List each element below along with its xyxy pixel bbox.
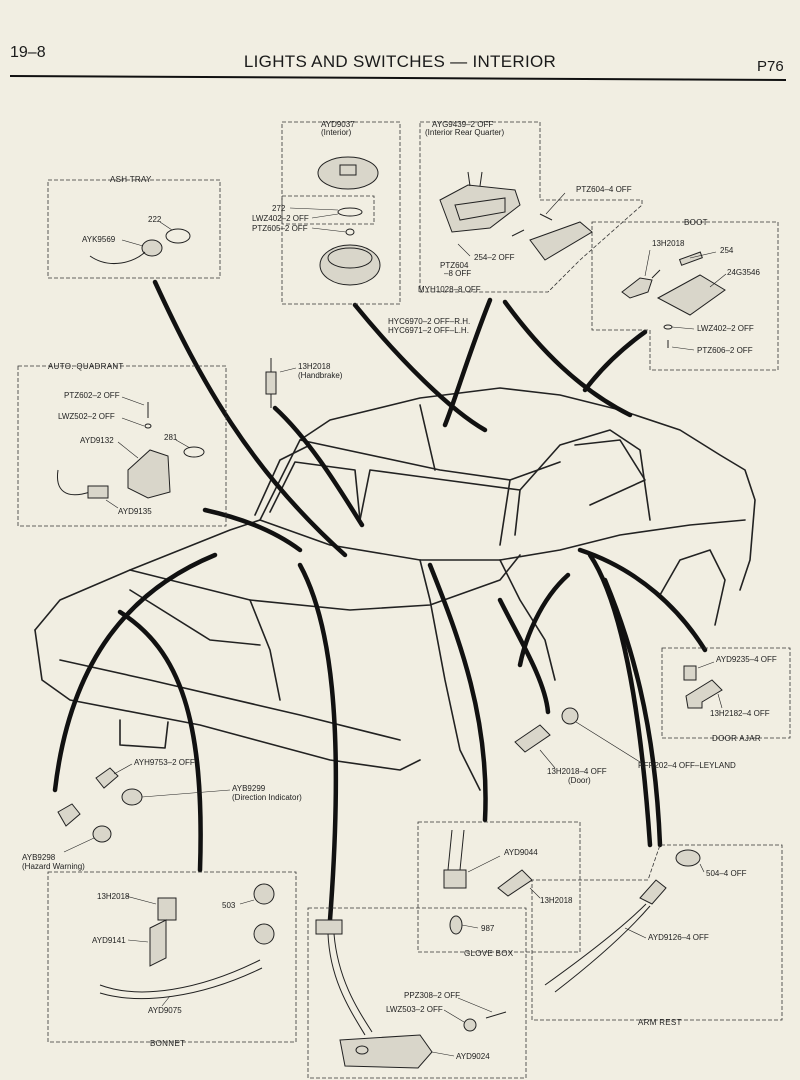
door-ajar-title: DOOR AJAR <box>712 734 761 743</box>
rear-quarter-group: AYG9439–2 OFF (Interior Rear Quarter) PT… <box>388 120 643 335</box>
label-ptz604-8: PTZ604 <box>440 261 469 270</box>
label-ptz602: PTZ602–2 OFF <box>64 391 120 400</box>
label-13h2018-handbrake: 13H2018 <box>298 362 331 371</box>
bonnet-group: BONNET 13H2018 503 AYD9141 AYD9075 <box>47 871 297 1048</box>
label-rfr202: RFR202–4 OFF–LEYLAND <box>638 761 736 770</box>
door-ajar-group: DOOR AJAR AYD9235–4 OFF 13H2182–4 OFF <box>661 647 791 743</box>
label-hazard-warning: (Hazard Warning) <box>22 862 85 871</box>
door-switch: 13H2018–4 OFF (Door) RFR202–4 OFF–LEYLAN… <box>514 707 736 785</box>
arm-rest-group: ARM REST 504–4 OFF AYD9126–4 OFF <box>531 844 783 1027</box>
section-number: 19–8 <box>10 44 46 61</box>
ash-tray-group: ASH TRAY AYK9569 222 <box>47 175 221 279</box>
label-222: 222 <box>148 215 162 224</box>
bonnet-title: BONNET <box>150 1039 185 1048</box>
label-13h2018-boot: 13H2018 <box>652 239 685 248</box>
label-ayd9132: AYD9132 <box>80 436 114 445</box>
label-door: (Door) <box>568 776 591 785</box>
label-ayd9141: AYD9141 <box>92 936 126 945</box>
boot-group: BOOT 13H2018 254 24G3546 LWZ402–2 OFF PT… <box>591 218 779 371</box>
label-ayg9439: AYG9439–2 OFF <box>432 120 493 129</box>
label-ayk9569: AYK9569 <box>82 235 116 244</box>
label-13h2182: 13H2182–4 OFF <box>710 709 770 718</box>
label-ayb9298: AYB9298 <box>22 853 56 862</box>
label-13h2018-glovebox: 13H2018 <box>540 896 573 905</box>
handbrake-switch: 13H2018 (Handbrake) <box>265 358 343 408</box>
label-ptz604-4: PTZ604–4 OFF <box>576 185 632 194</box>
label-lwz402-top: LWZ402–2 OFF <box>252 214 309 223</box>
hazard-direction-switches: AYH9753–2 OFF AYB9299 (Direction Indicat… <box>22 758 302 871</box>
page-number: P76 <box>757 58 784 75</box>
auto-quadrant-title: AUTO. QUADRANT <box>48 362 124 371</box>
label-hyc6971: HYC6971–2 OFF–L.H. <box>388 326 469 335</box>
label-13h2018-door: 13H2018–4 OFF <box>547 767 607 776</box>
header-rule <box>9 75 787 81</box>
label-ayd9135: AYD9135 <box>118 507 152 516</box>
label-direction-indicator: (Direction Indicator) <box>232 793 302 802</box>
label-272: 272 <box>272 204 286 213</box>
glove-box-group: GLOVE BOX AYD9044 13H2018 987 <box>417 821 581 958</box>
arm-rest-title: ARM REST <box>638 1018 682 1027</box>
label-987: 987 <box>481 924 495 933</box>
label-ayd9126: AYD9126–4 OFF <box>648 933 709 942</box>
label-ptz605: PTZ605–2 OFF <box>252 224 308 233</box>
label-ayd9075: AYD9075 <box>148 1006 182 1015</box>
label-interior: (Interior) <box>321 128 352 137</box>
ash-tray-title: ASH TRAY <box>110 175 152 184</box>
label-hyc6970: HYC6970–2 OFF–R.H. <box>388 317 470 326</box>
label-lwz502: LWZ502–2 OFF <box>58 412 115 421</box>
label-lwz503: LWZ503–2 OFF <box>386 1005 443 1014</box>
label-281: 281 <box>164 433 178 442</box>
label-ayd9044: AYD9044 <box>504 848 538 857</box>
label-254-2: 254–2 OFF <box>474 253 515 262</box>
label-interior-rear-quarter: (Interior Rear Quarter) <box>425 128 504 137</box>
label-ayh9753: AYH9753–2 OFF <box>134 758 195 767</box>
label-254: 254 <box>720 246 734 255</box>
page-title: LIGHTS AND SWITCHES — INTERIOR <box>243 52 557 71</box>
label-ppz308: PPZ308–2 OFF <box>404 991 460 1000</box>
label-8-off: –8 OFF <box>444 269 471 278</box>
label-13h2018-bonnet: 13H2018 <box>97 892 130 901</box>
label-24g3546: 24G3546 <box>727 268 760 277</box>
label-ayd9235: AYD9235–4 OFF <box>716 655 777 664</box>
label-ayd9024: AYD9024 <box>456 1052 490 1061</box>
label-ayd9037: AYD9037 <box>321 120 355 129</box>
interior-lamp-group: AYD9037 (Interior) 272 LWZ402–2 OFF PTZ6… <box>252 120 401 305</box>
floor-switch-group: PPZ308–2 OFF LWZ503–2 OFF AYD9024 <box>307 907 527 1079</box>
label-handbrake: (Handbrake) <box>298 371 343 380</box>
boot-title: BOOT <box>684 218 708 227</box>
label-504: 504–4 OFF <box>706 869 747 878</box>
label-ptz606: PTZ606–2 OFF <box>697 346 753 355</box>
harness-leads <box>52 279 708 923</box>
glove-box-title: GLOVE BOX <box>464 949 514 958</box>
label-myh1028: MYH1028–8 OFF <box>418 285 481 294</box>
label-503: 503 <box>222 901 236 910</box>
label-ayb9299: AYB9299 <box>232 784 266 793</box>
auto-quadrant-group: AUTO. QUADRANT PTZ602–2 OFF LWZ502–2 OFF… <box>17 362 227 527</box>
label-lwz402-boot: LWZ402–2 OFF <box>697 324 754 333</box>
